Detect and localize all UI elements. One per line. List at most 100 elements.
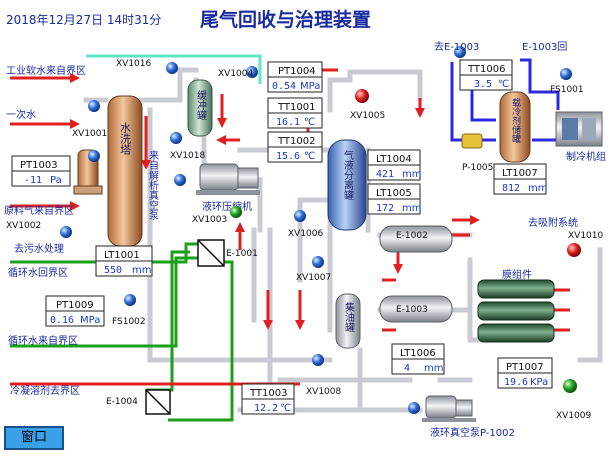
pt1003-value: -11	[24, 175, 42, 186]
pt1007-readout[interactable]: PT1007 19.6 KPa	[497, 357, 553, 389]
datetime-label: 2018年12月27日 14时31分	[6, 13, 161, 27]
xv1001-indicator[interactable]	[88, 100, 100, 112]
pt1004-readout[interactable]: PT1004 0.54 MPa	[267, 61, 323, 93]
pt1003-tag: PT1003	[20, 160, 58, 171]
xv1001-tag: XV1001	[72, 129, 107, 139]
pt1007-unit: KPa	[530, 377, 548, 388]
xv1005-indicator[interactable]	[355, 89, 369, 103]
circ-water-return-label: 循环水回界区	[8, 266, 68, 279]
exchanger-e1002	[379, 225, 453, 253]
tt1002-readout[interactable]: TT1002 15.6 ℃	[267, 131, 323, 163]
chiller-label: 制冷机组	[566, 150, 606, 163]
lt1001-readout[interactable]: LT1001 550 mm	[95, 245, 153, 277]
xv1002-indicator[interactable]	[60, 226, 72, 238]
tt1001-unit: ℃	[304, 117, 315, 128]
lt1007-unit: mm	[528, 183, 547, 194]
lt1005-unit: mm	[402, 203, 421, 214]
vacuum-pump-label: 液环真空泵P-1002	[430, 426, 515, 439]
tt1003-readout[interactable]: TT1003 12.2 ℃	[241, 383, 295, 415]
lt1005-value: 172	[376, 203, 394, 214]
buffer-tank: 缓冲罐	[187, 79, 213, 137]
lt1005-readout[interactable]: LT1005 172 mm	[367, 183, 421, 215]
xv1009-indicator[interactable]	[563, 379, 577, 393]
ring-compressor-indicator[interactable]	[174, 174, 186, 186]
to-sewage-label: 去污水处理	[14, 243, 64, 255]
to-e1003-label: 去E-1003	[434, 41, 479, 53]
tt1002-value: 15.6	[276, 151, 300, 162]
ring-vacuum-pump	[422, 395, 476, 422]
lt1006-readout[interactable]: LT1006 4 mm	[391, 343, 445, 375]
tt1003-value: 12.2	[254, 403, 278, 414]
tt1006-tag: TT1006	[467, 64, 506, 75]
pump-p1005	[461, 133, 483, 149]
xv1006-indicator[interactable]	[294, 210, 306, 222]
tt1003-unit: ℃	[280, 403, 291, 414]
xv1010-tag: XV1010	[568, 231, 604, 241]
xv1008-tag: XV1008	[306, 387, 342, 397]
pt1007-value: 19.6	[504, 377, 528, 388]
lt1007-readout[interactable]: LT1007 812 mm	[493, 163, 547, 195]
pt1009-readout[interactable]: PT1009 0.16 MPa	[45, 295, 105, 327]
from-e1003-label: E-1003回	[522, 41, 567, 53]
fs1001-indicator[interactable]	[560, 68, 572, 80]
lt1001-tag: LT1001	[104, 250, 140, 261]
pt1004-unit: MPa	[300, 81, 320, 92]
xv1009-tag: XV1009	[556, 411, 592, 421]
lt1006-unit: mm	[424, 363, 443, 374]
pt1009-tag: PT1009	[56, 300, 94, 311]
circ-water-supply-label: 循环水来自界区	[8, 334, 78, 347]
xv1003-indicator[interactable]	[230, 206, 242, 218]
p1005-tag: P-1005	[462, 163, 493, 173]
xv1008-indicator[interactable]	[312, 354, 324, 366]
fs1001-tag: FS1001	[550, 85, 584, 95]
gas-liquid-separator-label: 气液分离罐	[342, 149, 354, 201]
xv1002-tag: XV1002	[6, 221, 41, 231]
xv1018-indicator[interactable]	[170, 132, 182, 144]
pt1007-tag: PT1007	[506, 362, 544, 373]
lt1006-value: 4	[404, 363, 410, 374]
xv1007-indicator[interactable]	[312, 256, 324, 268]
vacuum-pump-indicator[interactable]	[408, 402, 420, 414]
lt1001-unit: mm	[132, 265, 151, 276]
e1002-tag: E-1002	[396, 231, 428, 241]
from-analysis-vacuum-label: 来自解析真空泵	[147, 150, 159, 220]
exchanger-e1001	[197, 239, 225, 267]
window-button[interactable]: 窗口	[4, 426, 64, 450]
lt1007-value: 812	[502, 183, 520, 194]
pt1009-unit: MPa	[80, 315, 100, 326]
collect-tank-label: 集油罐	[343, 301, 355, 333]
fs1003-indicator[interactable]	[88, 150, 100, 162]
lt1006-tag: LT1006	[400, 348, 436, 359]
coolant-tank: 载冷剂储罐	[499, 91, 531, 163]
pt1004-value: 0.54	[272, 81, 296, 92]
tt1002-unit: ℃	[304, 151, 315, 162]
lt1005-tag: LT1005	[376, 188, 412, 199]
tt1001-readout[interactable]: TT1001 16.1 ℃	[267, 97, 323, 129]
tt1006-indicator[interactable]	[454, 46, 466, 58]
fs1002-indicator[interactable]	[124, 294, 136, 306]
xv1010-indicator[interactable]	[567, 243, 581, 257]
lt1007-tag: LT1007	[502, 168, 538, 179]
lt1004-readout[interactable]: LT1004 421 mm	[367, 149, 421, 181]
xv1007-tag: XV1007	[296, 273, 331, 283]
e1003-tag: E-1003	[396, 305, 428, 315]
tt1001-value: 16.1	[276, 117, 300, 128]
lt1001-value: 550	[104, 265, 122, 276]
gas-liquid-separator: 气液分离罐	[327, 139, 367, 231]
tt1006-readout[interactable]: TT1006 3.5 ℃	[459, 59, 513, 91]
tt1002-tag: TT1002	[277, 136, 316, 147]
pt1003-readout[interactable]: PT1003 -11 Pa	[11, 155, 71, 187]
pt1003-unit: Pa	[50, 175, 62, 186]
membrane-label: 膜组件	[502, 268, 532, 281]
xv1016-indicator[interactable]	[166, 62, 178, 74]
soft-water-line	[86, 54, 262, 84]
valve-indicators[interactable]	[60, 46, 581, 414]
e1001-tag: E-1001	[226, 249, 258, 259]
xv1004-indicator[interactable]	[246, 66, 258, 78]
lt1004-tag: LT1004	[376, 154, 412, 165]
tt1003-tag: TT1003	[249, 388, 288, 399]
membrane-module	[477, 279, 555, 343]
exchanger-e1004	[145, 389, 171, 415]
tt1006-unit: ℃	[498, 79, 509, 90]
xv1005-tag: XV1005	[350, 111, 385, 121]
